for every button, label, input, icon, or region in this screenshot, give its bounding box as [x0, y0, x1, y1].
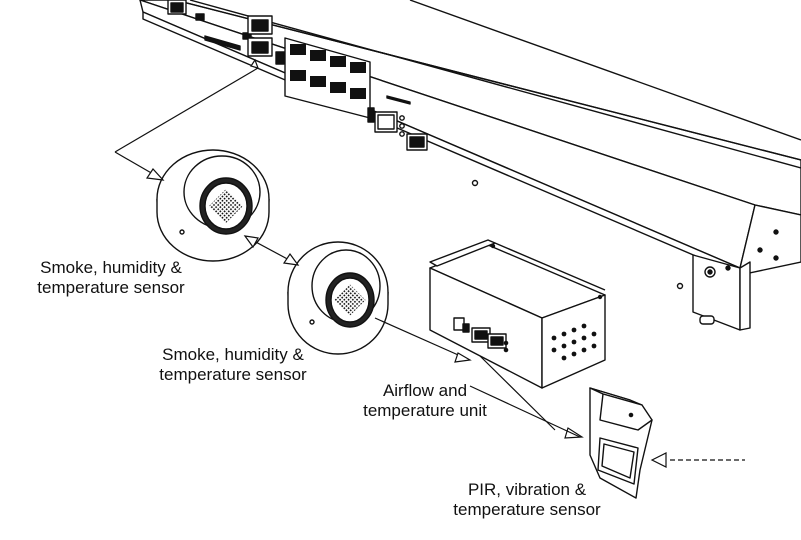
label-airflow-unit: Airflow and temperature unit — [350, 381, 500, 421]
pir-sensor — [589, 387, 653, 499]
label-line: PIR, vibration & — [467, 480, 587, 499]
label-smoke-sensor-2: Smoke, humidity & temperature sensor — [144, 345, 322, 385]
smoke-sensor-1 — [156, 149, 270, 262]
label-line: temperature sensor — [37, 278, 185, 297]
smoke-sensor-2 — [287, 241, 389, 355]
rack-appliance — [139, 0, 801, 331]
label-line: Smoke, humidity & — [162, 345, 304, 364]
connection-arrows — [114, 58, 745, 468]
airflow-unit — [429, 239, 606, 389]
label-line: Smoke, humidity & — [40, 258, 182, 277]
label-line: temperature sensor — [159, 365, 307, 384]
label-line: Airflow and — [382, 381, 468, 400]
label-line: temperature unit — [363, 401, 487, 420]
label-smoke-sensor-1: Smoke, humidity & temperature sensor — [22, 258, 200, 298]
label-pir-sensor: PIR, vibration & temperature sensor — [443, 480, 611, 520]
label-line: temperature sensor — [453, 500, 601, 519]
